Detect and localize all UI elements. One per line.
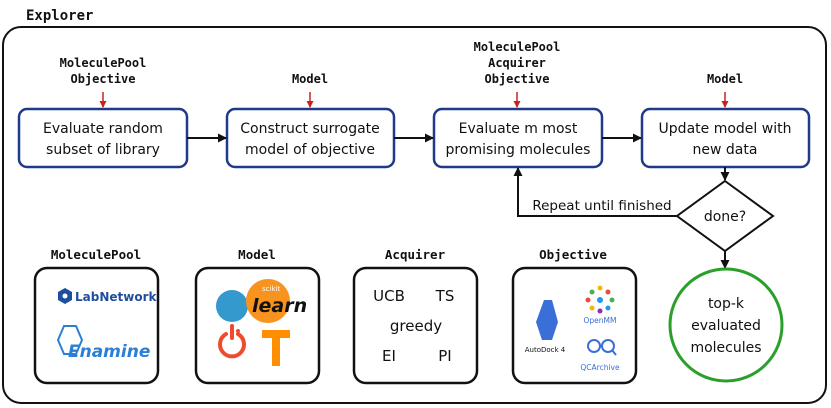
sklearn-orange-blob-icon xyxy=(246,279,290,323)
step3-line1: Evaluate m most xyxy=(459,121,578,137)
input-label: Objective xyxy=(70,72,135,86)
step1-box: Evaluate random subset of library xyxy=(17,107,189,169)
acquirer-item-ts: TS xyxy=(435,287,455,305)
step4-box: Update model with new data xyxy=(640,107,811,169)
step3-line2: promising molecules xyxy=(446,142,591,158)
input-label: MoleculePool xyxy=(474,40,561,54)
step4-line2: new data xyxy=(693,142,758,158)
result-line: evaluated xyxy=(691,318,761,334)
step4-line1: Update model with xyxy=(659,121,792,137)
autodock-text: AutoDock 4 xyxy=(525,346,566,354)
moleculepool-box xyxy=(33,266,160,385)
step2-inputs: Model xyxy=(292,72,328,108)
step1-line2: subset of library xyxy=(46,142,160,158)
qcarchive-icon xyxy=(587,339,617,356)
step2-box: Construct surrogate model of objective xyxy=(225,107,396,169)
sklearn-learn-text: learn xyxy=(252,295,307,317)
acquirer-item-pi: PI xyxy=(438,347,451,365)
step1-line1: Evaluate random xyxy=(43,121,163,137)
sklearn-logo: scikit learn xyxy=(216,279,307,323)
openmm-dots-icon xyxy=(585,285,615,314)
acquirer-item-greedy: greedy xyxy=(390,317,442,335)
step3-box: Evaluate m most promising molecules xyxy=(432,107,604,169)
qcarchive-logo: QCArchive xyxy=(580,339,620,372)
labnetwork-logo: LabNetwork xyxy=(58,288,158,304)
objective-box xyxy=(511,266,638,385)
acquirer-item-ucb: UCB xyxy=(373,287,405,305)
enamine-text: Enamine xyxy=(68,342,150,362)
step3-inputs: MoleculePool Acquirer Objective xyxy=(474,40,561,108)
input-label: Model xyxy=(292,72,328,86)
result-circle: top-k evaluated molecules xyxy=(668,267,784,383)
step2-line1: Construct surrogate xyxy=(240,121,380,137)
result-line: top-k xyxy=(708,296,745,312)
acquirer-box xyxy=(352,266,479,385)
component-title-acquirer: Acquirer xyxy=(385,247,446,262)
sklearn-blue-blob-icon xyxy=(216,290,248,322)
autodock-shape-icon xyxy=(536,300,558,340)
enamine-hex-icon xyxy=(56,325,84,355)
repeat-loop-arrow xyxy=(513,167,677,217)
openmm-text: OpenMM xyxy=(584,316,617,325)
input-label: Objective xyxy=(484,72,549,86)
enamine-logo: Enamine xyxy=(56,325,150,362)
step2-line2: model of objective xyxy=(245,142,375,158)
labnetwork-text: LabNetwork xyxy=(75,290,158,304)
input-label: Acquirer xyxy=(488,56,546,70)
step1-inputs: MoleculePool Objective xyxy=(60,56,147,108)
decision-label: done? xyxy=(704,209,746,225)
repeat-label: Repeat until finished xyxy=(532,198,671,214)
result-line: molecules xyxy=(690,340,761,356)
component-title-objective: Objective xyxy=(539,247,607,262)
component-title-model: Model xyxy=(238,247,276,262)
step4-inputs: Model xyxy=(707,72,743,108)
openmm-logo: OpenMM xyxy=(584,285,617,325)
sklearn-scikit-text: scikit xyxy=(262,285,280,293)
input-label: MoleculePool xyxy=(60,56,147,70)
autodock-logo: AutoDock 4 xyxy=(525,300,566,354)
done-decision: done? xyxy=(675,179,775,253)
explorer-title: Explorer xyxy=(26,8,93,24)
explorer-frame xyxy=(2,26,827,404)
acquirer-item-ei: EI xyxy=(382,347,396,365)
component-title-moleculepool: MoleculePool xyxy=(51,247,141,262)
tensorflow-logo-icon xyxy=(262,330,290,366)
pytorch-logo-icon xyxy=(218,324,246,359)
input-label: Model xyxy=(707,72,743,86)
qcarchive-text: QCArchive xyxy=(580,363,620,372)
